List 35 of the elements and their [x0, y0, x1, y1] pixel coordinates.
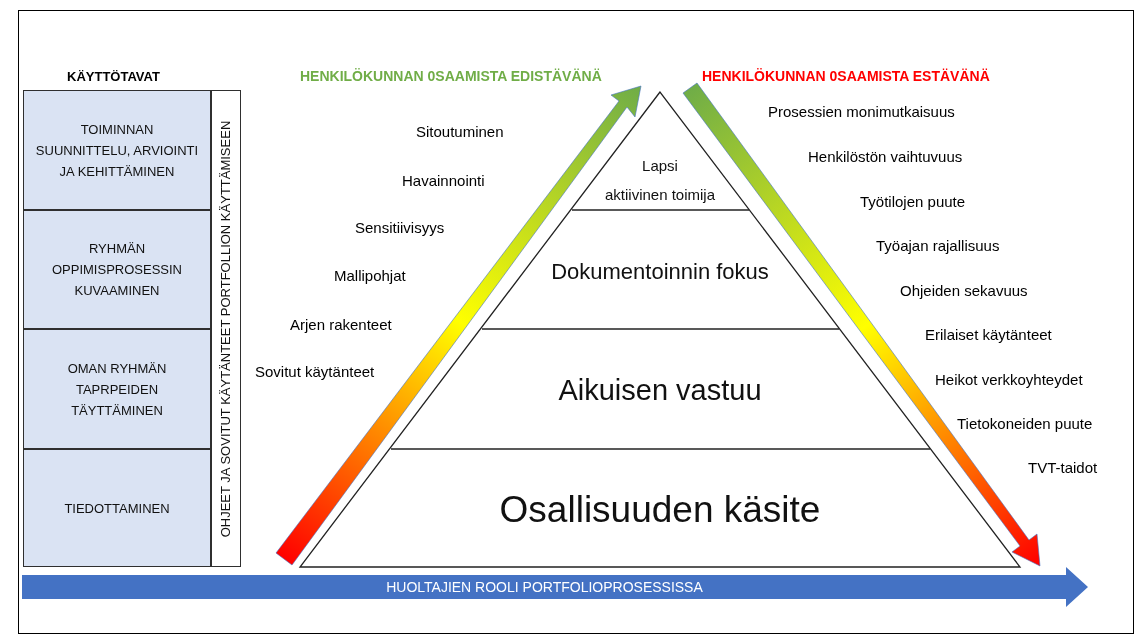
usage-box [23, 449, 211, 567]
factor-label: Havainnointi [402, 171, 485, 191]
column-heading: KÄYTTÖTAVAT [67, 68, 160, 86]
usage-box [23, 329, 211, 449]
factor-label: Sovitut käytänteet [255, 362, 375, 382]
vertical-box [211, 90, 241, 567]
tier-text: aktiivinen toimija [604, 185, 715, 205]
tier-text: Aikuisen vastuu [558, 373, 762, 407]
factor-label: Sensitiivisyys [355, 218, 445, 238]
usage-text: TOIMINNAN SUUNNITTELU, ARVIOINTI JA KEHITTÄMINEN [34, 120, 200, 181]
band-text: HUOLTAJIEN ROOLI PORTFOLIOPROSESSISSA [386, 577, 703, 597]
factor-label: Mallipohjat [334, 266, 406, 286]
vertical-text: OHJEET JA SOVITUT KÄYTÄNTEET PORTFOLLION KÄYTTÄMISEEN [218, 120, 234, 537]
factor-label: Prosessien monimutkaisuus [768, 102, 955, 122]
usage-box [23, 90, 211, 210]
factor-label: Ohjeiden sekavuus [900, 281, 1028, 301]
factor-label: Työtilojen puute [860, 192, 966, 212]
usage-box [23, 210, 211, 329]
factor-label: Heikot verkkoyhteydet [935, 370, 1083, 390]
factor-label: Erilaiset käytänteet [925, 325, 1052, 345]
factor-label: Tietokoneiden puute [957, 414, 1093, 434]
usage-text: OMAN RYHMÄN TAPRPEIDEN TÄYTTÄMINEN [66, 359, 168, 420]
tier-text: Lapsi [642, 156, 678, 176]
tier-text: Osallisuuden käsite [499, 488, 821, 532]
usage-text: RYHMÄN OPPIMISPROSESSIN KUVAAMINEN [50, 240, 183, 300]
arrow-heading: HENKILÖKUNNAN 0SAAMISTA EDISTÄVÄNÄ [300, 67, 602, 86]
band-arrow [22, 567, 1088, 607]
factor-label: Sitoutuminen [416, 122, 504, 142]
factor-label: Työajan rajallisuus [876, 236, 1000, 256]
tier-text: Dokumentoinnin fokus [551, 258, 769, 286]
factor-label: TVT-taidot [1028, 458, 1098, 478]
factor-label: Henkilöstön vaihtuvuus [808, 147, 963, 167]
factor-label: Arjen rakenteet [290, 315, 392, 335]
usage-text: TIEDOTTAMINEN [64, 499, 170, 518]
arrow-heading: HENKILÖKUNNAN 0SAAMISTA ESTÄVÄNÄ [702, 67, 990, 86]
